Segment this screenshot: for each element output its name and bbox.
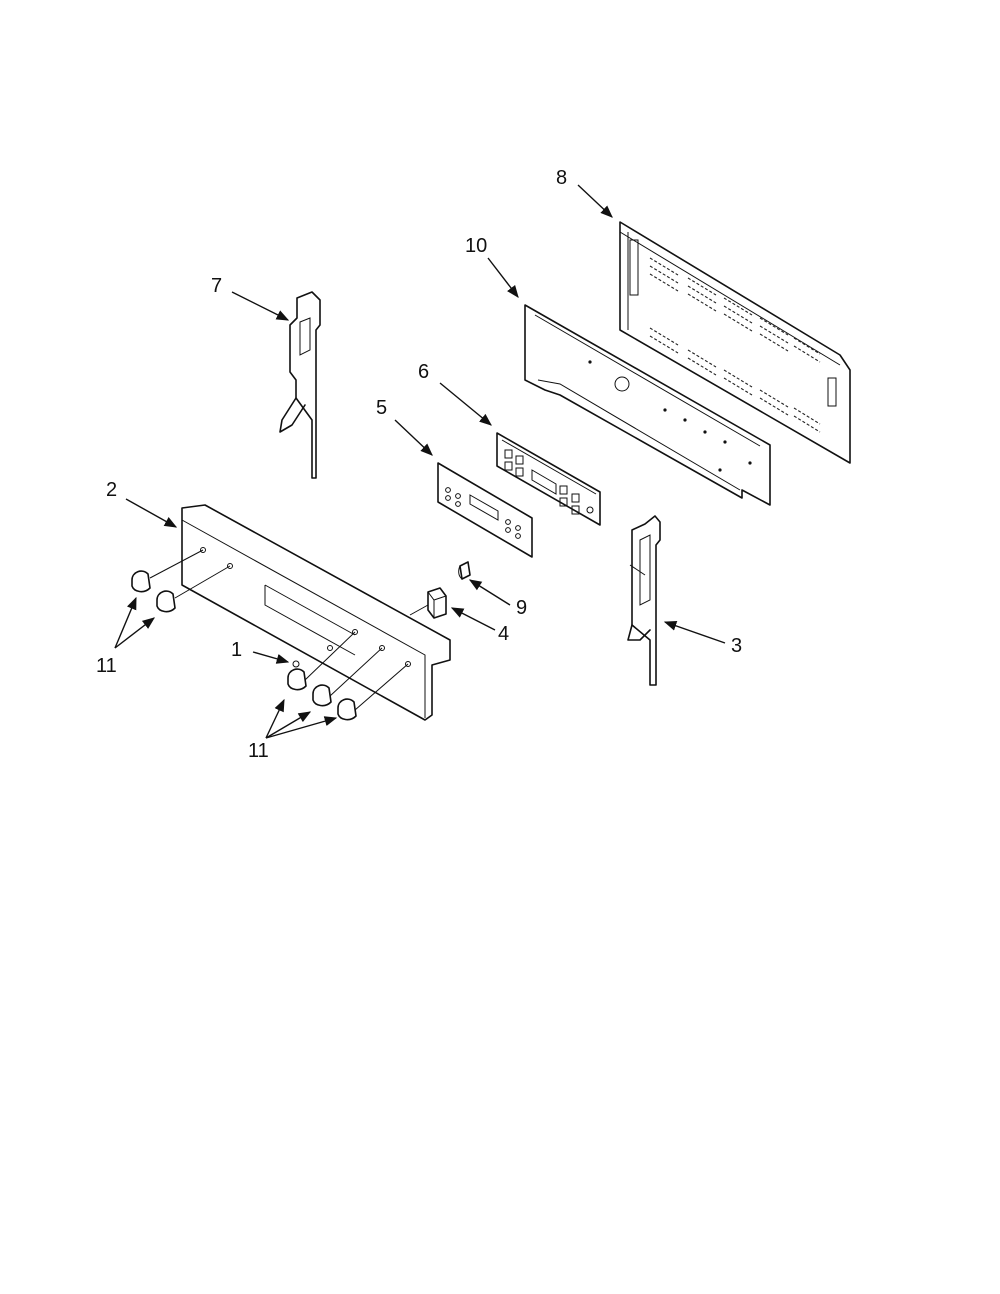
callout-4: 4 — [498, 623, 509, 645]
callout-7: 7 — [211, 275, 222, 297]
part-4-switch — [427, 587, 447, 619]
part-11-knobs — [131, 570, 357, 721]
callout-11-bottom: 11 — [248, 740, 269, 762]
knob-left-2 — [156, 590, 176, 613]
callout-11-left: 11 — [96, 655, 117, 677]
knob-bottom-3 — [337, 698, 357, 721]
part-3-right-side-bracket — [627, 515, 661, 686]
callout-1: 1 — [231, 639, 242, 661]
callout-numbers: 8 10 7 6 5 2 9 4 3 1 11 11 — [96, 167, 742, 762]
callout-10: 10 — [465, 235, 487, 257]
part-5-keypad-overlay — [437, 462, 533, 558]
callout-leaders — [114, 184, 726, 739]
part-9-small-knob — [458, 561, 471, 580]
callout-5: 5 — [376, 397, 387, 419]
part-2-control-panel-housing — [181, 504, 451, 721]
callout-9: 9 — [516, 597, 527, 619]
knob-left-1 — [131, 570, 151, 593]
callout-8: 8 — [556, 167, 567, 189]
knob-bottom-2 — [312, 684, 332, 707]
part-7-left-side-bracket — [279, 291, 321, 479]
part-6-control-board — [496, 432, 601, 526]
callout-3: 3 — [731, 635, 742, 657]
assembly-lines — [149, 549, 429, 711]
part-1-indicator — [292, 660, 300, 668]
knob-bottom-1 — [287, 668, 307, 691]
callout-6: 6 — [418, 361, 429, 383]
callout-2: 2 — [106, 479, 117, 501]
part-10-control-backing-plate — [524, 304, 771, 506]
part-8-rear-vent-panel — [619, 221, 851, 464]
